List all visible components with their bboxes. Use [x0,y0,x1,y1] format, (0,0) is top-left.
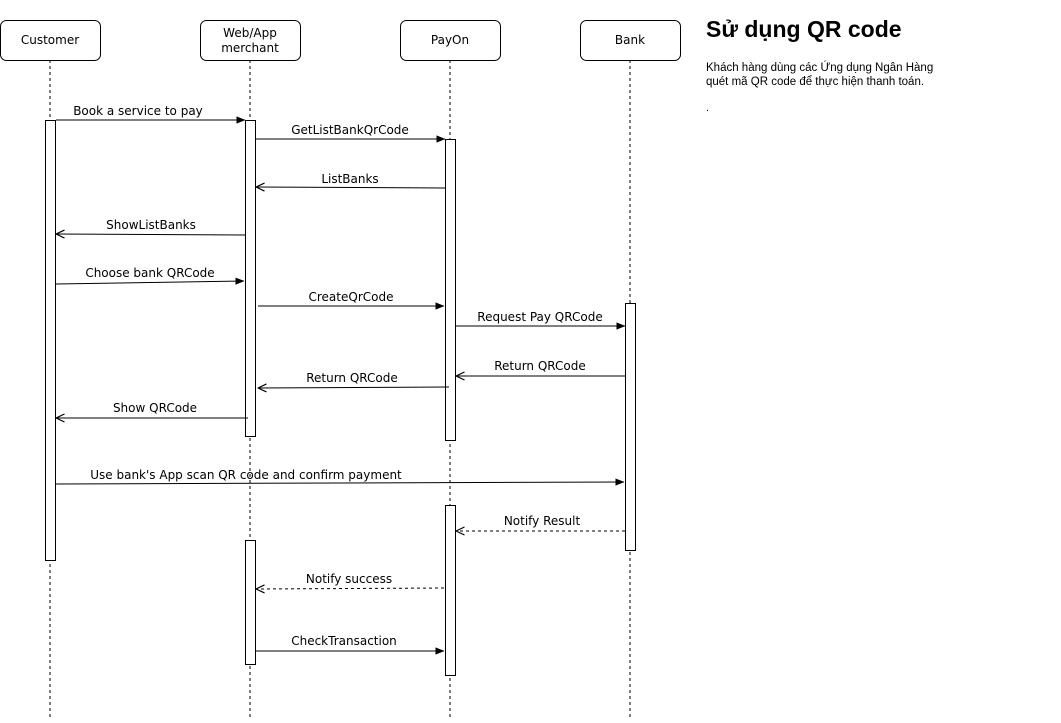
actor-box [200,20,301,61]
message-label: Choose bank QRCode [85,266,214,280]
actor-box [400,20,501,61]
message-show-qrcode: Show QRCode [56,401,248,418]
note-text: . [706,102,710,114]
message-label: Notify Result [504,514,581,528]
actor-label-line-1: Web/App [223,26,277,40]
message-return-qrcode-bank: Return QRCode [456,359,625,376]
message-book-service: Book a service to pay [56,104,246,124]
message-arrow [256,588,445,589]
message-get-list-bank-qrcode: GetListBankQrCode [256,123,446,143]
message-label: Use bank's App scan QR code and confirm … [90,468,402,482]
message-request-pay-qrcode: Request Pay QRCode [456,310,626,330]
activation-bank [625,303,636,551]
message-label: Notify success [306,572,392,586]
message-arrow [56,234,246,235]
message-arrow [256,187,446,188]
activation-customer [45,120,56,561]
message-check-transaction: CheckTransaction [256,634,445,655]
message-label: CreateQrCode [309,290,394,304]
activation-bars [45,120,636,676]
actor-label: PayOn [431,33,469,47]
actor-label-line-2: merchant [221,41,279,55]
message-choose-bank-qrcode: Choose bank QRCode [55,266,245,285]
message-use-bank-app: Use bank's App scan QR code and confirm … [55,468,625,486]
actor-box [580,20,681,61]
message-label: Request Pay QRCode [477,310,602,324]
message-label: Book a service to pay [73,104,203,118]
message-label: CheckTransaction [291,634,397,648]
messages: Book a service to pay GetListBankQrCode … [55,104,626,655]
message-label: Return QRCode [306,371,398,385]
message-label: ShowListBanks [106,218,196,232]
message-label: ListBanks [321,172,378,186]
actor-label: Customer [21,33,79,47]
actor-label: Bank [615,33,645,47]
message-label: GetListBankQrCode [291,123,409,137]
message-arrow [55,478,625,486]
activation-payon-1 [445,139,456,441]
message-arrow [55,277,245,285]
activation-merchant-1 [245,120,256,437]
message-notify-success: Notify success [256,572,445,589]
actor-merchant: Web/App merchant [200,20,301,61]
actor-bank: Bank [580,20,681,61]
message-notify-result: Notify Result [456,514,625,531]
message-create-qrcode: CreateQrCode [258,290,445,310]
description-text: Khách hàng dùng các Ứng dụng Ngân Hàng q… [706,62,934,88]
activation-merchant-2 [245,540,256,665]
actor-box [0,20,101,61]
message-list-banks: ListBanks [256,172,446,188]
message-label: Return QRCode [494,359,586,373]
message-arrow [258,387,450,388]
actor-payon: PayOn [400,20,501,61]
actor-customer: Customer [0,20,101,61]
message-return-qrcode-payon: Return QRCode [258,371,450,388]
message-show-list-banks: ShowListBanks [56,218,246,235]
message-label: Show QRCode [113,401,197,415]
lifelines [49,60,631,720]
page-title: Sử dụng QR code [706,16,902,42]
activation-payon-2 [445,505,456,676]
